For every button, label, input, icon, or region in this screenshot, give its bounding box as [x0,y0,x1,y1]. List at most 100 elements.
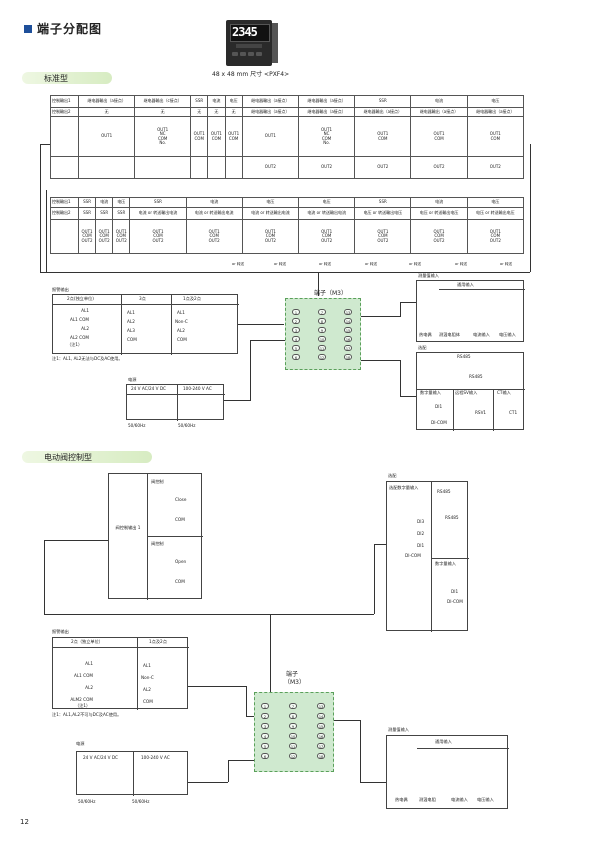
pin: 6 [261,753,269,759]
com-label: COM [116,233,127,239]
com-label: COM [99,233,109,239]
top-header: 电流 [410,95,468,108]
wire [360,782,386,783]
bottom-note: or 转送 [365,262,378,266]
com-label: COM [211,135,222,141]
pin: 15 [317,723,325,729]
com-label: COM [434,135,444,141]
wire [40,144,41,272]
pin: 12 [289,753,297,759]
wire [228,760,254,761]
terminal-cell: OUT2 [297,156,356,179]
out1-label: OUT1 [115,229,127,235]
option-item: CT输入 [497,390,511,395]
out1-label: OUT1 [433,229,445,235]
pin: 3 [292,327,300,333]
bottom-note: or 转送 [274,262,287,266]
pin: 4 [292,336,300,342]
wire [46,190,47,272]
option-box: RS485 RS485 数字量输入 远程SV输入 CT输入 DI1 DI-COM… [416,352,525,431]
wire [361,316,401,317]
com-label: COM [378,233,388,239]
bottom-cell: SSR [77,197,97,208]
input-type: 电流输入 [473,332,490,337]
valve-measured-box: 通用输入 热电偶 测温电阻 电流输入 电压输入 [386,735,509,809]
row-label-out1: 控制輸出1 [50,95,79,108]
power-freq: 50/60Hz [132,799,150,804]
bottom-cell: 电压 [112,197,131,208]
row-label-out1: 控制輸出1 [50,197,79,208]
wire [270,614,271,694]
alarm-pin: AL2 [177,328,185,333]
out2-label: OUT2 [152,237,164,243]
power-freq: 50/60Hz [78,799,96,804]
option-item: 远程SV输入 [455,390,478,395]
alarm-pin: AL1 [85,661,93,666]
bottom-cell: 电压 or 转送輸出电压 [410,207,468,220]
alarm-pin: AL2 [85,685,93,690]
com-label: COM [228,135,239,141]
pin: 17 [344,345,352,351]
com-label: COM [209,233,219,239]
com-label: COM [490,233,501,239]
top-header: 继电器輸出（a接点） [77,95,136,108]
valve-terminal-block: 1 2 3 4 5 6 7 8 9 10 11 12 13 14 15 16 1… [254,692,334,772]
pin: 7 [318,309,326,315]
wire [374,544,386,545]
top-row2-cell: 继电器輸出（a接点） [297,107,356,117]
di2-title: 数字量输入 [435,561,456,566]
bottom-cell: 电流 or 转送輸出电流 [129,207,187,220]
out2-label: OUT2 [377,164,389,170]
title-square-icon [24,25,32,33]
bottom-cell: 电压 [241,197,300,208]
power-option: 24 V AC/24 V DC [131,386,166,391]
com-label: COM [153,233,163,239]
di-pin: DI-COM [405,553,421,558]
pin: 3 [261,723,269,729]
pin: 7 [289,703,297,709]
option-title: 选配 [418,345,427,350]
valve-measured-title: 测量值输入 [388,727,409,732]
top-row2-cell: 无 [224,107,243,117]
out1-label: OUT1 [101,133,113,139]
alarm-pin: COM [143,699,153,704]
pin: 15 [344,327,352,333]
wire [374,544,375,614]
alarm-col-header: 2点(独立单位) [67,296,94,301]
di-pin: DI1 [451,589,459,594]
option-item: 数字量输入 [420,390,441,395]
open-label: Open [175,559,187,564]
power-option: 100-240 V AC [183,386,212,391]
alarm-pin: AL3 [127,328,135,333]
wire [400,396,416,397]
top-header: 电流 [207,95,226,108]
top-row2-cell: 继电器輸出（a接点） [241,107,299,117]
pin: 5 [292,345,300,351]
bottom-cell: 电压 or 转送輸出电压 [354,207,412,220]
pin: 8 [318,318,326,324]
out1-label: OUT1 [152,229,164,235]
out1-label: OUT1 [208,229,220,235]
alarm-note-ref: （注1） [75,703,91,708]
com-label: COM [82,233,92,239]
wire [400,302,401,316]
row-label-out2: 控制輸出2 [50,207,79,220]
pin: 6 [292,354,300,360]
com-label: COM [175,517,185,522]
valve-terminal-label: （M3） [284,679,305,686]
out1-label: OUT1 [193,131,205,137]
alarm-pin: AL2 [143,687,151,692]
pin: 10 [289,733,297,739]
terminal-block-label: 端子（M3） [314,290,347,297]
measured-input-box: 通用输入 热电偶 测温电阻体 电流输入 电压输入 [416,280,525,342]
wire [40,272,530,273]
alarm-box: 2点(独立单位) 3点 1点及2点 AL1 AL1 COM AL2 AL2 CO… [52,294,239,355]
di-pin: DI3 [417,519,425,524]
pin: 2 [261,713,269,719]
